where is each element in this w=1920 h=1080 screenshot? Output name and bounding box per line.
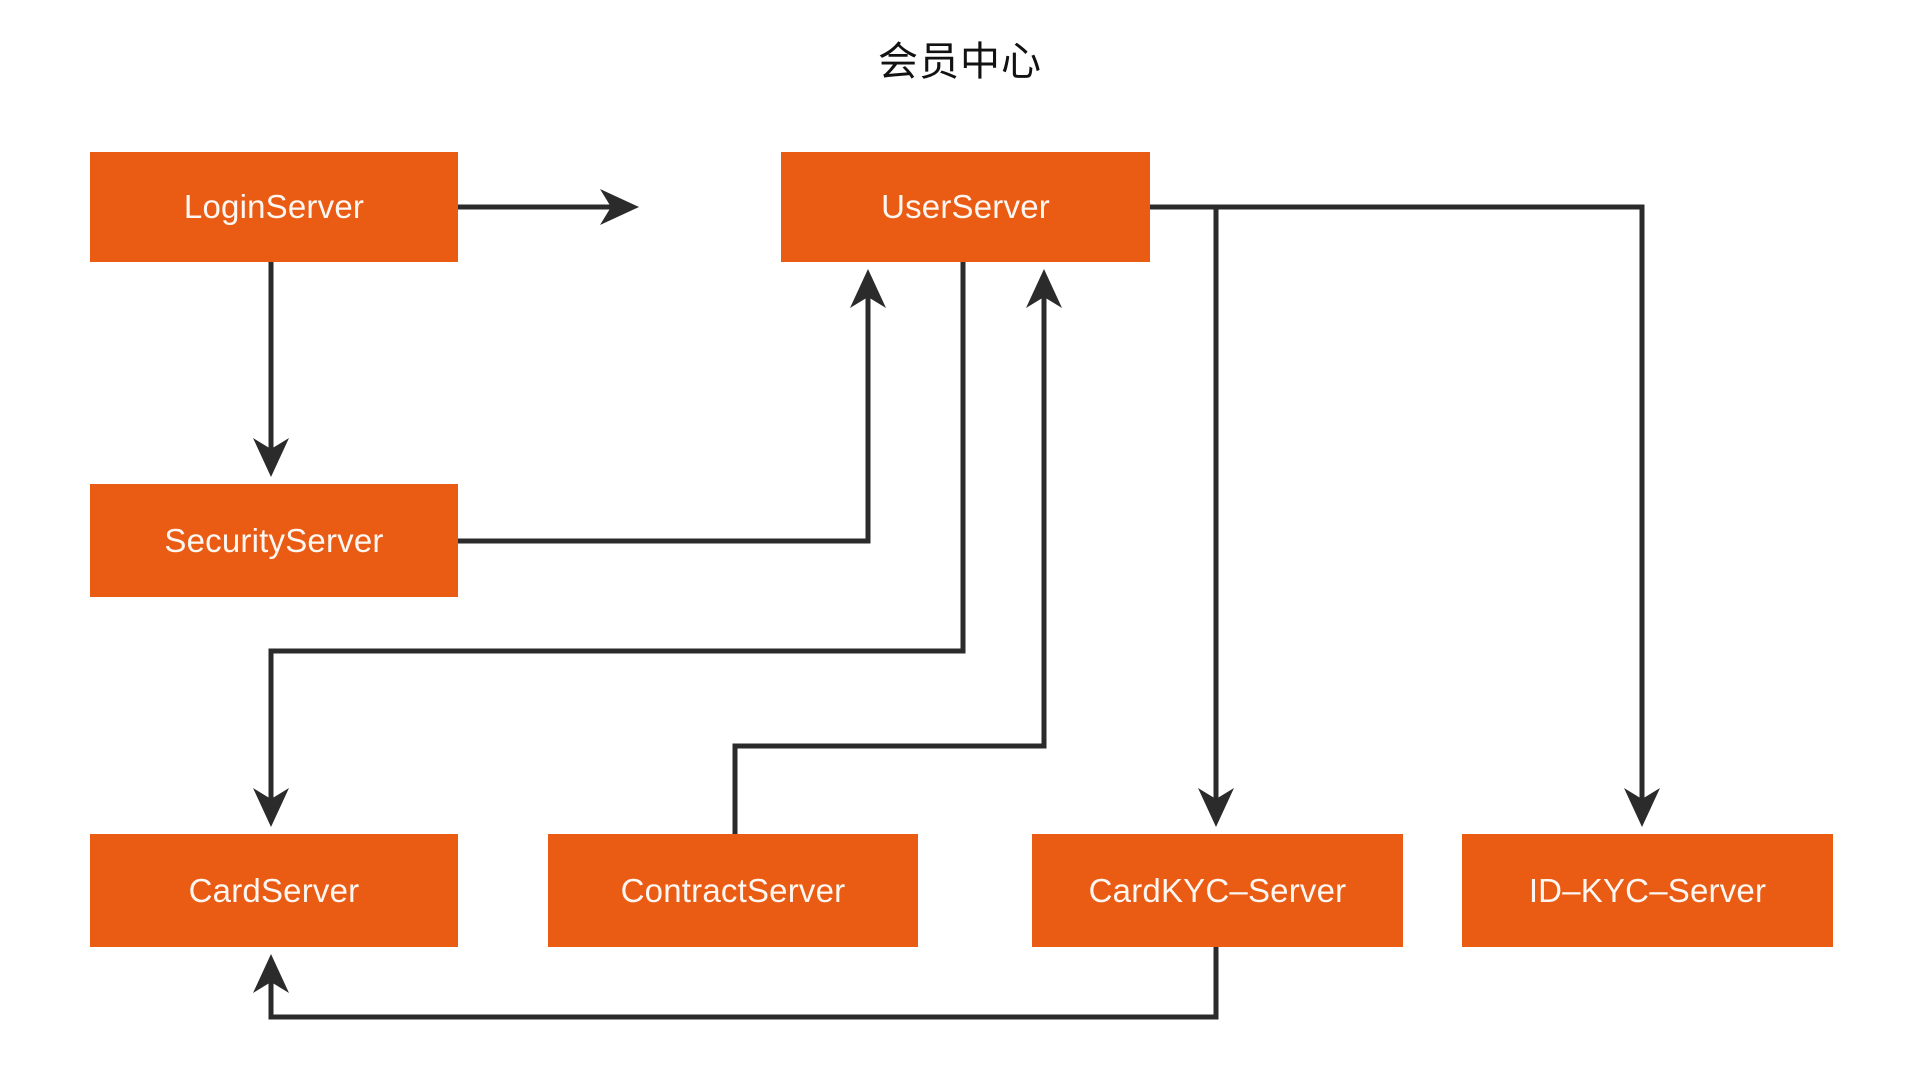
node-login-server[interactable]: LoginServer [90,152,458,262]
edge-user-to-card-kyc [1150,204,1234,827]
page-title: 会员中心 [878,40,1042,84]
node-user-server[interactable]: UserServer [781,152,1150,262]
node-label-card-kyc-server: CardKYC–Server [1088,871,1347,909]
node-id-kyc-server[interactable]: ID–KYC–Server [1462,834,1833,947]
node-card-kyc-server[interactable]: CardKYC–Server [1032,834,1403,947]
edge-card-kyc-to-card [253,947,1219,1020]
edge-user-to-card [253,262,966,827]
edge-user-to-id-kyc [1150,204,1660,827]
node-security-server[interactable]: SecurityServer [90,484,458,597]
node-contract-server[interactable]: ContractServer [548,834,918,947]
node-label-id-kyc-server: ID–KYC–Server [1528,871,1767,909]
node-card-server[interactable]: CardServer [90,834,458,947]
node-label-card-server: CardServer [188,871,360,909]
edge-security-to-user [458,269,886,544]
node-label-user-server: UserServer [881,188,1050,225]
node-label-security-server: SecurityServer [164,521,384,559]
node-label-contract-server: ContractServer [620,871,846,909]
edge-contract-to-user [732,269,1062,834]
node-label-login-server: LoginServer [183,188,365,225]
